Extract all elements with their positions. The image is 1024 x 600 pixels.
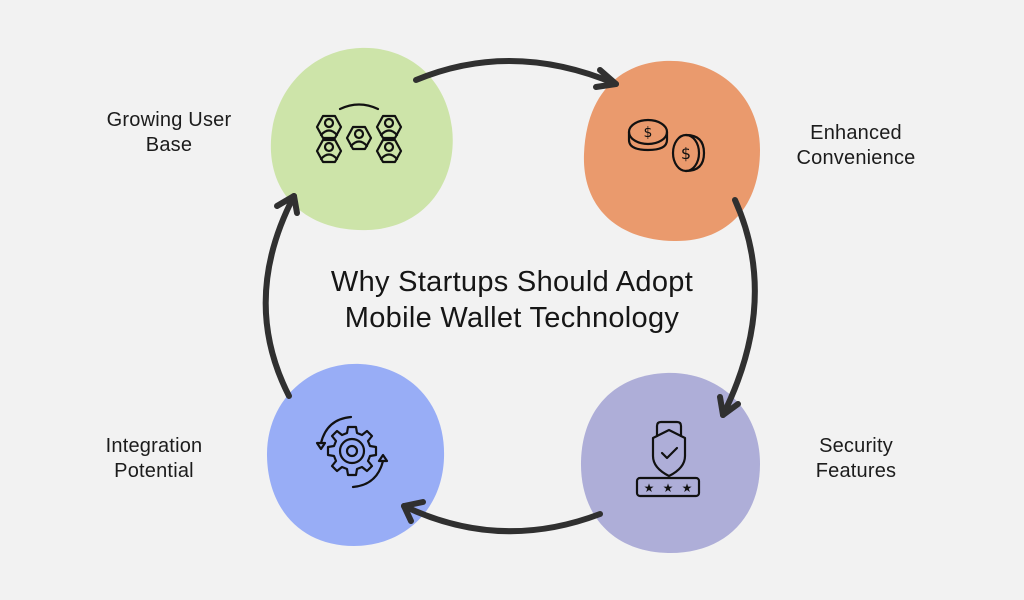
label-line: Integration <box>105 435 203 457</box>
title-line-1: Why Startups Should Adopt <box>330 266 694 298</box>
label-enhanced-convenience: Enhanced Convenience <box>776 121 936 171</box>
user-network-icon <box>313 100 405 181</box>
label-integration-potential: Integration Potential <box>84 434 224 484</box>
label-line: Potential <box>114 460 194 482</box>
label-line: Security <box>819 435 893 457</box>
node-blob-enhanced-convenience <box>578 58 764 244</box>
node-blob-growing-user-base <box>268 44 458 234</box>
dollar-coins-icon: $ $ <box>626 114 716 181</box>
svg-text:$: $ <box>681 144 691 163</box>
node-blob-security-features <box>576 370 764 556</box>
svg-text:★: ★ <box>663 481 674 495</box>
title-line-2: Mobile Wallet Technology <box>344 302 680 334</box>
svg-text:★: ★ <box>682 481 693 495</box>
label-line: Convenience <box>796 147 916 169</box>
gear-sync-icon <box>311 413 393 496</box>
shield-password-icon: ★ ★ ★ <box>635 420 703 505</box>
diagram-title: Why Startups Should Adopt Mobile Wallet … <box>262 264 762 336</box>
label-security-features: Security Features <box>786 434 926 484</box>
label-line: Growing User <box>106 109 232 131</box>
label-line: Base <box>145 134 193 156</box>
svg-text:★: ★ <box>644 481 655 495</box>
label-growing-user-base: Growing User Base <box>84 108 254 158</box>
label-line: Features <box>815 460 897 482</box>
svg-text:$: $ <box>644 125 653 141</box>
label-line: Enhanced <box>810 122 902 144</box>
